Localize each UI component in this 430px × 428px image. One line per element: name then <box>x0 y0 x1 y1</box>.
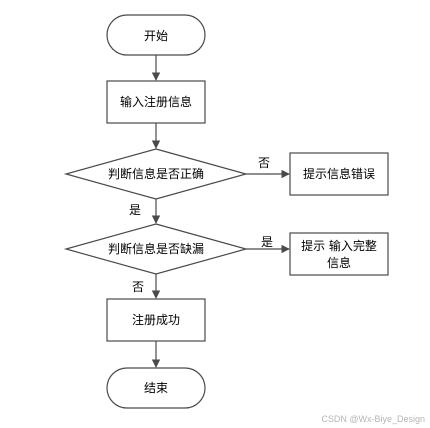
start-label: 开始 <box>144 29 168 43</box>
watermark-text: CSDN @Wx-Biye_Design <box>321 414 425 424</box>
complete-info-label-line1: 提示 输入完整 <box>301 238 377 253</box>
end-terminal <box>106 367 206 409</box>
decision-correct-label: 判断信息是否正确 <box>108 166 204 181</box>
branch-yes-label-1: 是 <box>129 203 141 217</box>
input-info-box <box>106 80 206 124</box>
decision-missing-label: 判断信息是否缺漏 <box>108 241 204 256</box>
end-label: 结束 <box>144 381 168 395</box>
input-info-label: 输入注册信息 <box>120 94 192 109</box>
branch-no-label-2: 否 <box>132 280 144 294</box>
success-box <box>106 298 206 342</box>
error-box-label: 提示信息错误 <box>303 166 375 181</box>
error-box <box>289 152 389 196</box>
success-label: 注册成功 <box>132 312 180 327</box>
branch-yes-label-2: 是 <box>261 235 273 249</box>
complete-info-label-line2: 信息 <box>327 255 351 270</box>
complete-info-box <box>289 232 389 276</box>
branch-no-label-1: 否 <box>258 156 270 170</box>
